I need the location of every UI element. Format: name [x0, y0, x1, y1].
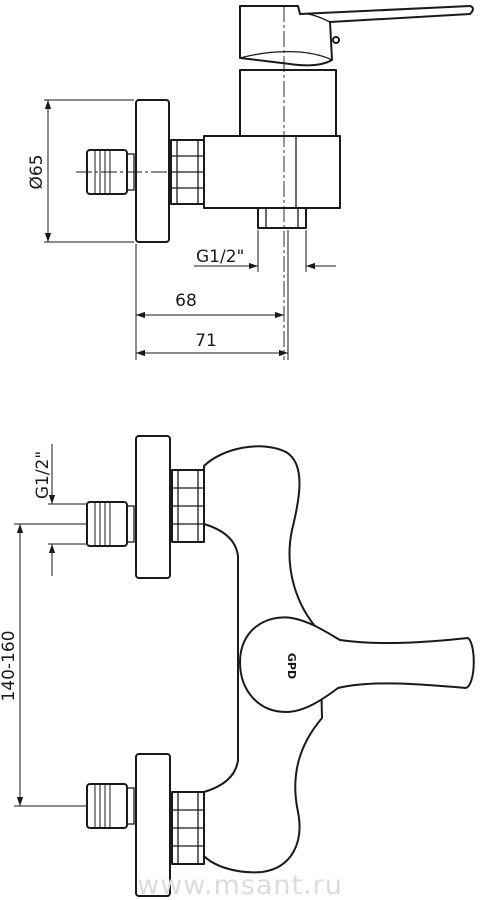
side-hex-nut: [170, 139, 205, 205]
inlet-thread-label: G1/2": [33, 451, 53, 499]
front-upper-inlet-fitting: [86, 501, 135, 547]
dim-outlet-thread: G1/2": [194, 230, 336, 272]
dim-depth-68: 68: [135, 244, 284, 360]
depth-68-label: 68: [175, 291, 197, 311]
side-handle: [239, 5, 474, 67]
diameter-65-label: Ø65: [27, 154, 47, 189]
front-lever-handle: GPD: [239, 616, 475, 713]
dim-diameter-65: Ø65: [27, 99, 134, 243]
front-lower-hex-nut: [171, 791, 205, 865]
dim-inlet-thread: G1/2": [33, 444, 86, 576]
dim-inlet-spacing: 140-160: [0, 523, 86, 807]
outlet-thread-label: G1/2": [196, 247, 244, 267]
front-upper-hex-nut: [171, 469, 205, 543]
watermark: www.msant.ru: [137, 870, 343, 900]
front-lower-wall-plate: [135, 753, 171, 897]
side-outlet-nipple: [257, 207, 307, 229]
front-view: GPD G1/2" 140-160: [0, 435, 475, 897]
depth-71-label: 71: [195, 331, 217, 351]
side-view: Ø65 G1/2" 68 71: [27, 5, 474, 360]
dim-depth-71: 71: [136, 230, 289, 360]
front-upper-wall-plate: [135, 435, 171, 579]
inlet-spacing-label: 140-160: [0, 630, 19, 701]
logo-text: GPD: [285, 653, 298, 679]
side-cartridge-column: [239, 69, 337, 137]
side-wall-plate: [135, 99, 170, 243]
side-body: [203, 135, 341, 209]
front-lower-inlet-fitting: [86, 783, 135, 829]
